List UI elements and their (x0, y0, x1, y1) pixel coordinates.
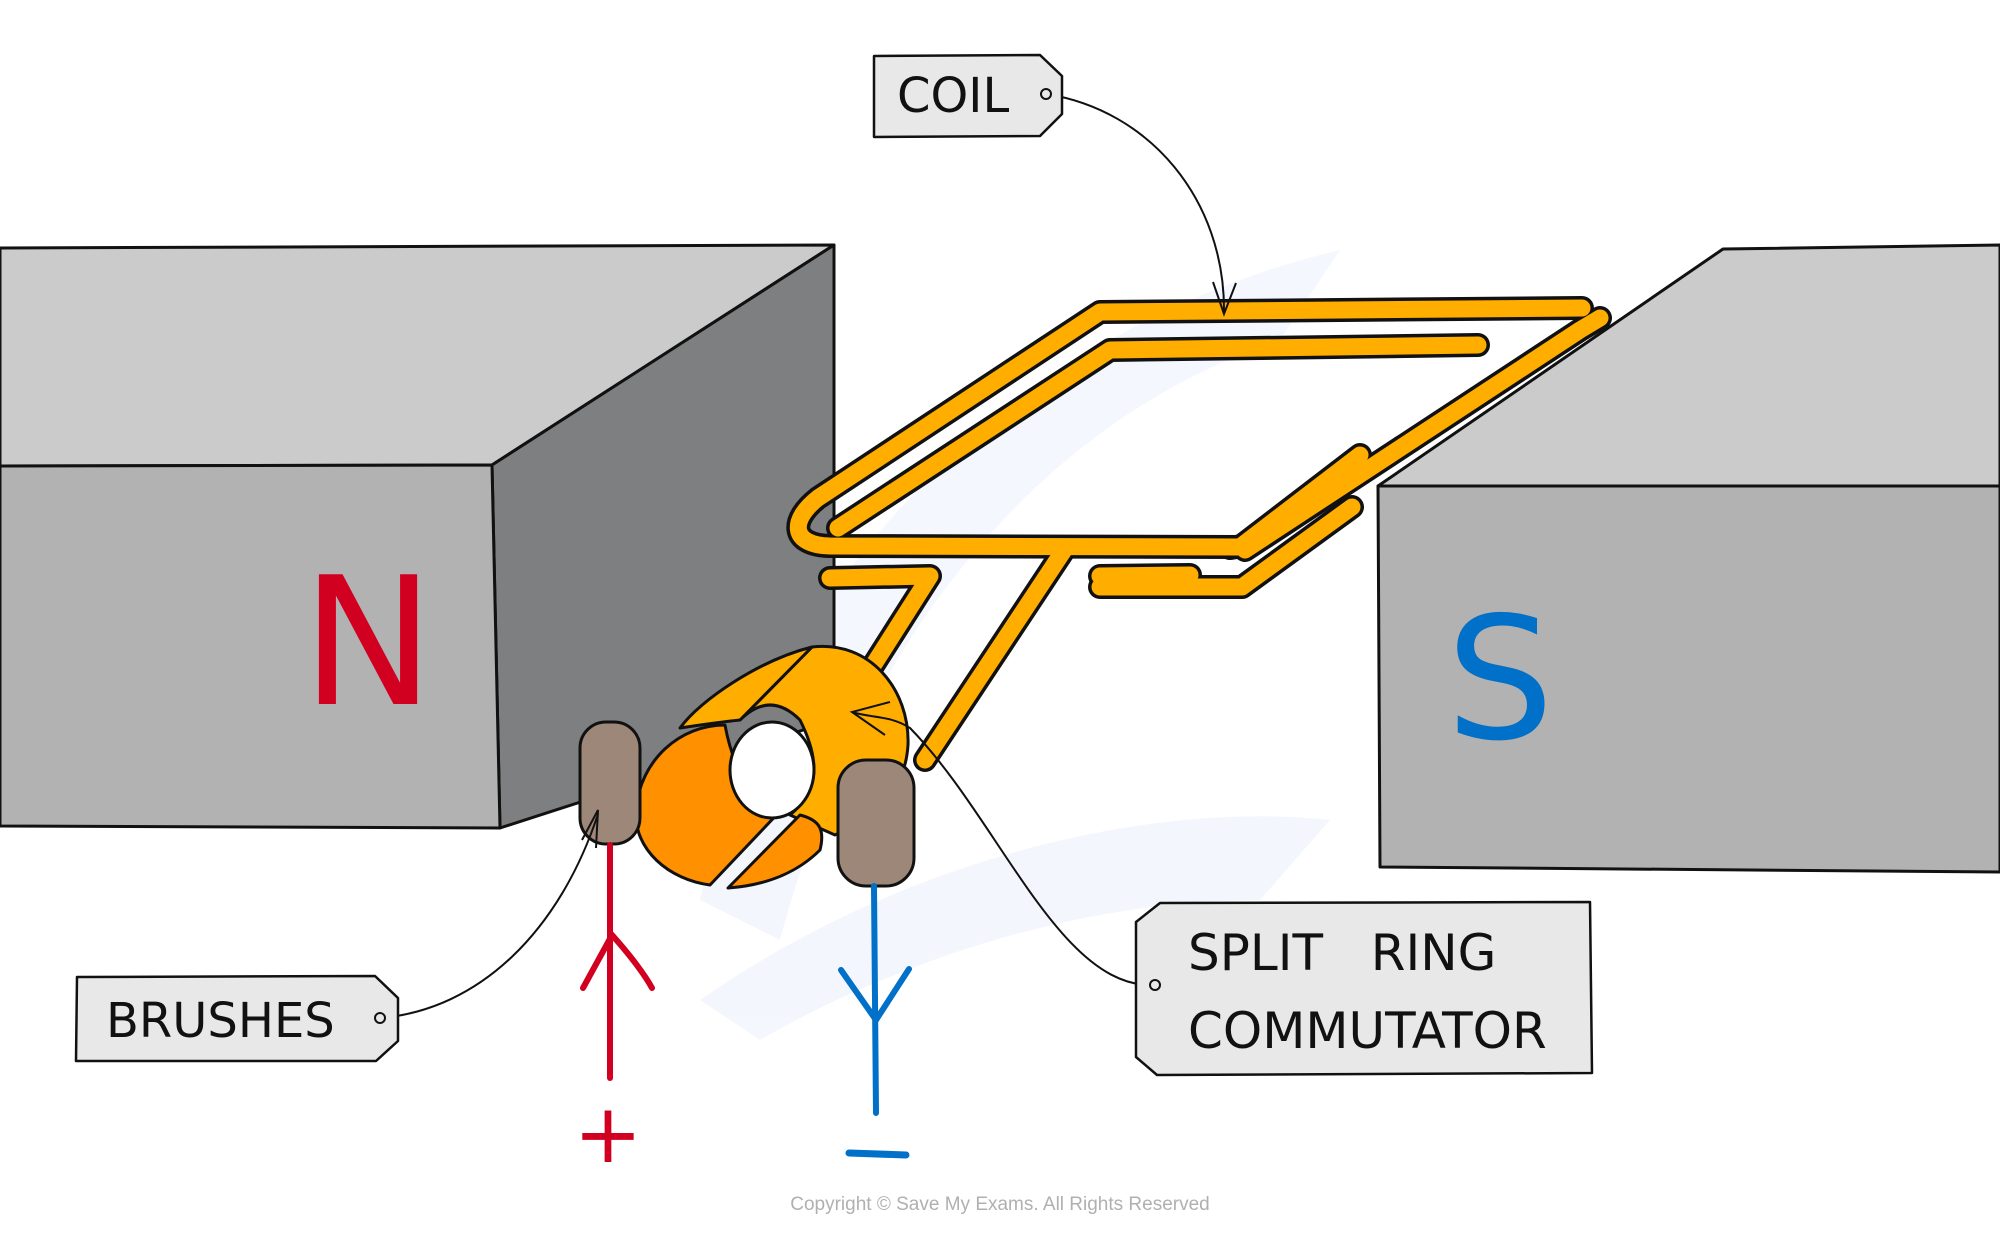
current-up-arrow-icon (580, 929, 655, 991)
coil-leader (1045, 93, 1226, 313)
coil-arrowhead-icon (1212, 281, 1237, 317)
commutator-lower-segment (726, 813, 824, 890)
north-magnet-front-face (0, 463, 502, 830)
north-magnet: N (0, 243, 836, 830)
brushes-label: BRUSHES (106, 993, 335, 1049)
north-pole-label: N (301, 539, 434, 746)
positive-terminal: + (574, 1087, 643, 1182)
commutator-label-line2: COMMUTATOR (1188, 1002, 1547, 1060)
coil-label-tag: COIL (872, 53, 1064, 139)
brushes-label-tag: BRUSHES (74, 974, 400, 1063)
commutator-upper-segment (678, 645, 814, 730)
positive-wire (580, 842, 655, 1081)
commutator-label-line1: SPLIT RING (1188, 924, 1496, 982)
commutator-leader (851, 711, 1156, 987)
south-magnet-top-face (1376, 243, 2000, 488)
south-magnet-front-face (1376, 484, 2000, 874)
coil-label: COIL (897, 68, 1009, 124)
south-pole-label: S (1446, 581, 1554, 779)
brush-right (836, 758, 916, 888)
coil (786, 296, 1612, 772)
negative-wire (838, 883, 912, 1116)
commutator-hole (728, 720, 816, 820)
south-magnet: S (1376, 243, 2000, 874)
brushes-leader (379, 813, 599, 1019)
commutator-label-tag: SPLIT RING COMMUTATOR (1134, 900, 1594, 1077)
leader-lines (379, 93, 1237, 1019)
brushes-arrowhead-icon (581, 809, 599, 849)
current-down-arrow-icon (838, 966, 912, 1026)
commutator-arrowhead-icon (849, 701, 891, 736)
copyright-text: Copyright © Save My Exams. All Rights Re… (790, 1194, 1209, 1215)
negative-terminal (845, 1149, 910, 1159)
